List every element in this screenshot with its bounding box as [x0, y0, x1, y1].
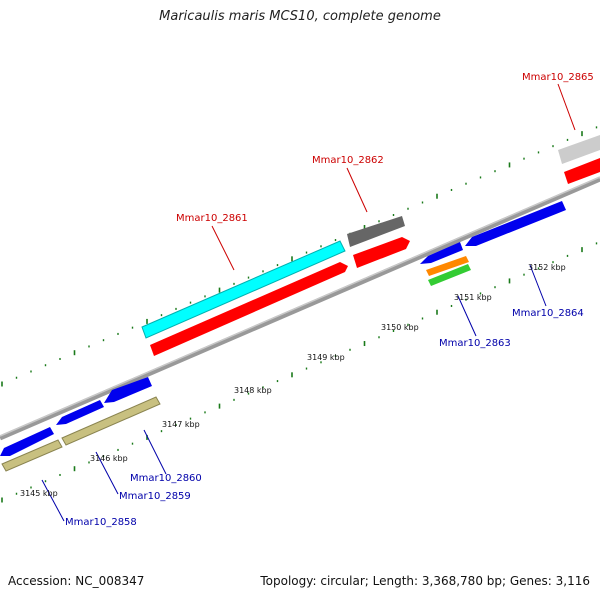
gene-label-2865[interactable]: Mmar10_2865: [522, 72, 594, 83]
gene-arrow-2863-blue[interactable]: [420, 242, 463, 264]
gene-arrow-blue-1[interactable]: [0, 427, 54, 456]
outer-tick-dots: [1, 126, 598, 387]
tick-labels: 3145 kbp 3146 kbp 3147 kbp 3148 kbp 3149…: [20, 263, 566, 498]
tick-label: 3146 kbp: [90, 454, 128, 463]
gene-arrow-2865[interactable]: [564, 158, 600, 184]
gene-arrow-2863[interactable]: [428, 264, 471, 286]
gene-label-2862[interactable]: Mmar10_2862: [312, 155, 384, 166]
gene-arrow-2862[interactable]: [353, 237, 410, 268]
gene-arrow-2858[interactable]: [1, 439, 63, 472]
tick-label: 3145 kbp: [20, 489, 58, 498]
gene-arrow-2859[interactable]: [61, 396, 161, 446]
gene-label-2858[interactable]: Mmar10_2858: [65, 517, 137, 528]
tick-label: 3149 kbp: [307, 353, 345, 362]
callout-lines: [41, 83, 576, 522]
gene-arrow-2862-dark[interactable]: [347, 216, 405, 247]
genome-summary-text: Topology: circular; Length: 3,368,780 bp…: [260, 574, 590, 588]
gene-label-2860[interactable]: Mmar10_2860: [130, 473, 202, 484]
tick-label: 3148 kbp: [234, 386, 272, 395]
tick-label: 3150 kbp: [381, 323, 419, 332]
gene-arrow-2860[interactable]: [104, 377, 152, 403]
gene-label-2859[interactable]: Mmar10_2859: [119, 491, 191, 502]
inner-tick-dots: [1, 242, 598, 503]
tick-label: 3151 kbp: [454, 293, 492, 302]
gene-arrow-orange[interactable]: [426, 256, 469, 276]
tick-label: 3152 kbp: [528, 263, 566, 272]
map-title: Maricaulis maris MCS10, complete genome: [159, 9, 441, 24]
accession-text: Accession: NC_008347: [8, 574, 145, 588]
forward-strand-genes: [141, 135, 600, 356]
gene-arrow-2861[interactable]: [150, 262, 348, 356]
gene-label-2863[interactable]: Mmar10_2863: [439, 338, 511, 349]
gene-arrow-2861-cyan[interactable]: [141, 240, 346, 339]
gene-arrow-blue-2[interactable]: [56, 400, 104, 425]
gene-arrow-2864[interactable]: [465, 201, 566, 246]
gene-labels: Mmar10_2861 Mmar10_2862 Mmar10_2865 Mmar…: [65, 72, 594, 528]
genome-backbone: [0, 176, 600, 441]
gene-label-2864[interactable]: Mmar10_2864: [512, 308, 584, 319]
reverse-strand-genes: [0, 201, 566, 472]
tick-label: 3147 kbp: [162, 420, 200, 429]
gene-label-2861[interactable]: Mmar10_2861: [176, 213, 248, 224]
gene-arrow-2865-light[interactable]: [558, 135, 600, 164]
